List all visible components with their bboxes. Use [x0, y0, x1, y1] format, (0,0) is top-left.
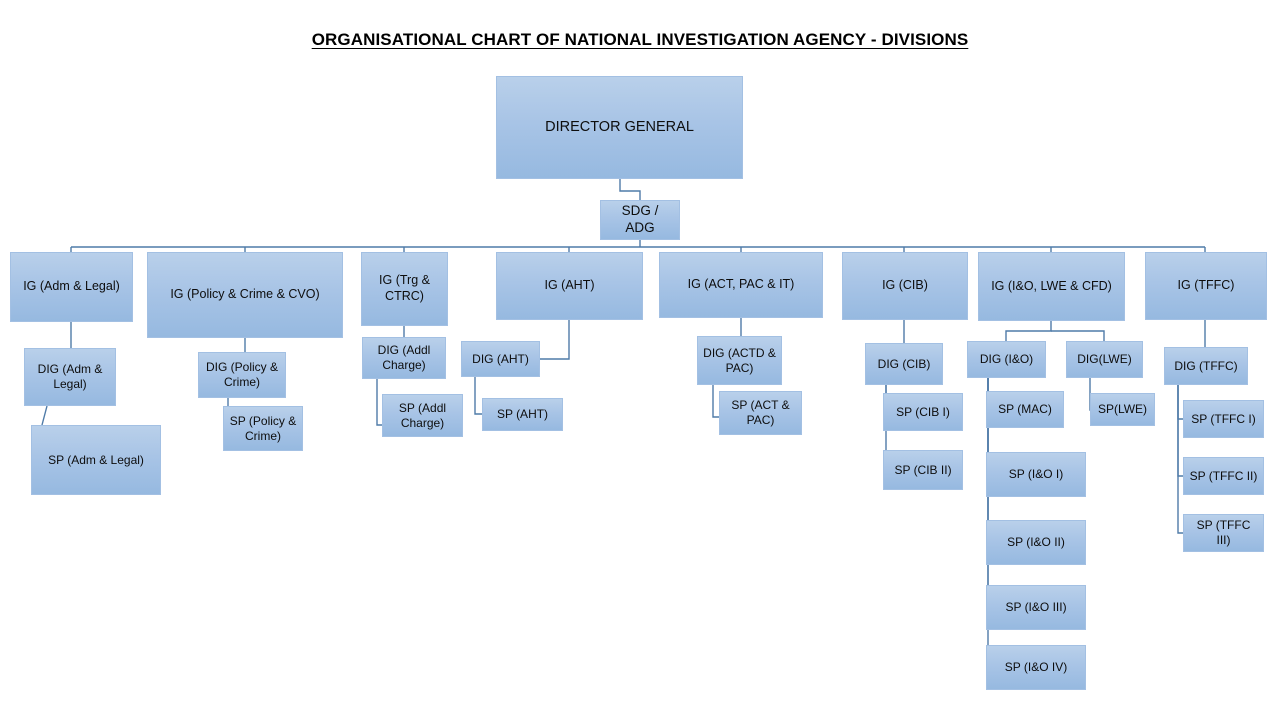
node-sp-cib-1[interactable]: SP (CIB I)	[883, 393, 963, 431]
node-ig-tffc[interactable]: IG (TFFC)	[1145, 252, 1267, 320]
node-ig-io-lwe-cfd[interactable]: IG (I&O, LWE & CFD)	[978, 252, 1125, 321]
node-sp-addl-charge[interactable]: SP (Addl Charge)	[382, 394, 463, 437]
node-sp-lwe[interactable]: SP(LWE)	[1090, 393, 1155, 426]
node-label: DIG (Policy & Crime)	[205, 360, 278, 389]
node-ig-aht[interactable]: IG (AHT)	[496, 252, 643, 320]
node-label: IG (Adm & Legal)	[23, 279, 120, 294]
node-sp-io-4[interactable]: SP (I&O IV)	[986, 645, 1086, 690]
node-label: IG (Trg & CTRC)	[379, 273, 430, 303]
node-label: DIG (TFFC)	[1174, 358, 1238, 373]
node-label: IG (AHT)	[544, 278, 595, 293]
node-label: IG (ACT, PAC & IT)	[687, 277, 795, 292]
node-ig-act-pac-it[interactable]: IG (ACT, PAC & IT)	[659, 252, 823, 318]
node-label: SP (Adm & Legal)	[48, 452, 144, 467]
node-label: SP (TFFC III)	[1196, 518, 1251, 547]
node-sdg-adg[interactable]: SDG / ADG	[600, 200, 680, 240]
node-dig-addl-charge[interactable]: DIG (Addl Charge)	[362, 337, 446, 379]
node-label: SP (I&O I)	[1008, 467, 1064, 481]
node-label: DIG (CIB)	[877, 356, 931, 371]
node-label: SP (I&O II)	[1007, 535, 1065, 549]
node-sp-aht[interactable]: SP (AHT)	[482, 398, 563, 431]
node-dig-cib[interactable]: DIG (CIB)	[865, 343, 943, 385]
node-label: SP (AHT)	[496, 407, 549, 421]
node-label: SDG / ADG	[621, 203, 659, 235]
node-label: SP (MAC)	[998, 402, 1052, 416]
node-sp-mac[interactable]: SP (MAC)	[986, 391, 1064, 428]
node-ig-adm-legal[interactable]: IG (Adm & Legal)	[10, 252, 133, 322]
node-director-general[interactable]: DIRECTOR GENERAL	[496, 76, 743, 179]
node-ig-trg-ctrc[interactable]: IG (Trg & CTRC)	[361, 252, 448, 326]
node-label: DIG (Addl Charge)	[377, 343, 431, 372]
node-label: DIG (ACTD & PAC)	[703, 345, 776, 375]
node-label: IG (TFFC)	[1177, 278, 1235, 293]
node-sp-tffc-1[interactable]: SP (TFFC I)	[1183, 400, 1264, 438]
node-sp-io-3[interactable]: SP (I&O III)	[986, 585, 1086, 630]
node-label: DIG (AHT)	[472, 351, 529, 366]
node-label: SP (Addl Charge)	[398, 400, 447, 430]
node-ig-policy-crime-cvo[interactable]: IG (Policy & Crime & CVO)	[147, 252, 343, 338]
node-label: SP (I&O III)	[1005, 600, 1067, 614]
node-sp-tffc-3[interactable]: SP (TFFC III)	[1183, 514, 1264, 552]
node-label: SP (CIB II)	[894, 462, 952, 477]
node-dig-adm-legal[interactable]: DIG (Adm & Legal)	[24, 348, 116, 406]
node-dig-tffc[interactable]: DIG (TFFC)	[1164, 347, 1248, 385]
node-label: DIG (I&O)	[979, 352, 1034, 366]
node-label: SP(LWE)	[1097, 402, 1148, 416]
node-label: SP (CIB I)	[896, 404, 950, 419]
node-label: SP (I&O IV)	[1004, 660, 1068, 674]
node-sp-cib-2[interactable]: SP (CIB II)	[883, 450, 963, 490]
node-label: SP (TFFC I)	[1191, 411, 1256, 426]
node-sp-tffc-2[interactable]: SP (TFFC II)	[1183, 457, 1264, 495]
node-label: DIRECTOR GENERAL	[545, 119, 694, 136]
node-dig-io[interactable]: DIG (I&O)	[967, 341, 1046, 378]
node-sp-policy-crime[interactable]: SP (Policy & Crime)	[223, 406, 303, 451]
node-label: SP (TFFC II)	[1189, 468, 1258, 483]
node-dig-aht[interactable]: DIG (AHT)	[461, 341, 540, 377]
node-sp-act-pac[interactable]: SP (ACT & PAC)	[719, 391, 802, 435]
node-sp-io-1[interactable]: SP (I&O I)	[986, 452, 1086, 497]
node-label: DIG (Adm & Legal)	[37, 362, 103, 391]
node-dig-policy-crime[interactable]: DIG (Policy & Crime)	[198, 352, 286, 398]
node-label: IG (I&O, LWE & CFD)	[991, 278, 1112, 293]
node-sp-adm-legal[interactable]: SP (Adm & Legal)	[31, 425, 161, 495]
node-dig-actd-pac[interactable]: DIG (ACTD & PAC)	[697, 336, 782, 385]
node-sp-io-2[interactable]: SP (I&O II)	[986, 520, 1086, 565]
node-label: IG (Policy & Crime & CVO)	[170, 287, 320, 302]
node-ig-cib[interactable]: IG (CIB)	[842, 252, 968, 320]
node-label: SP (ACT & PAC)	[731, 398, 790, 427]
node-label: SP (Policy & Crime)	[229, 413, 297, 443]
node-dig-lwe[interactable]: DIG(LWE)	[1066, 341, 1143, 378]
page-title: ORGANISATIONAL CHART OF NATIONAL INVESTI…	[311, 30, 969, 49]
node-label: DIG(LWE)	[1077, 352, 1132, 366]
node-label: IG (CIB)	[882, 278, 928, 293]
